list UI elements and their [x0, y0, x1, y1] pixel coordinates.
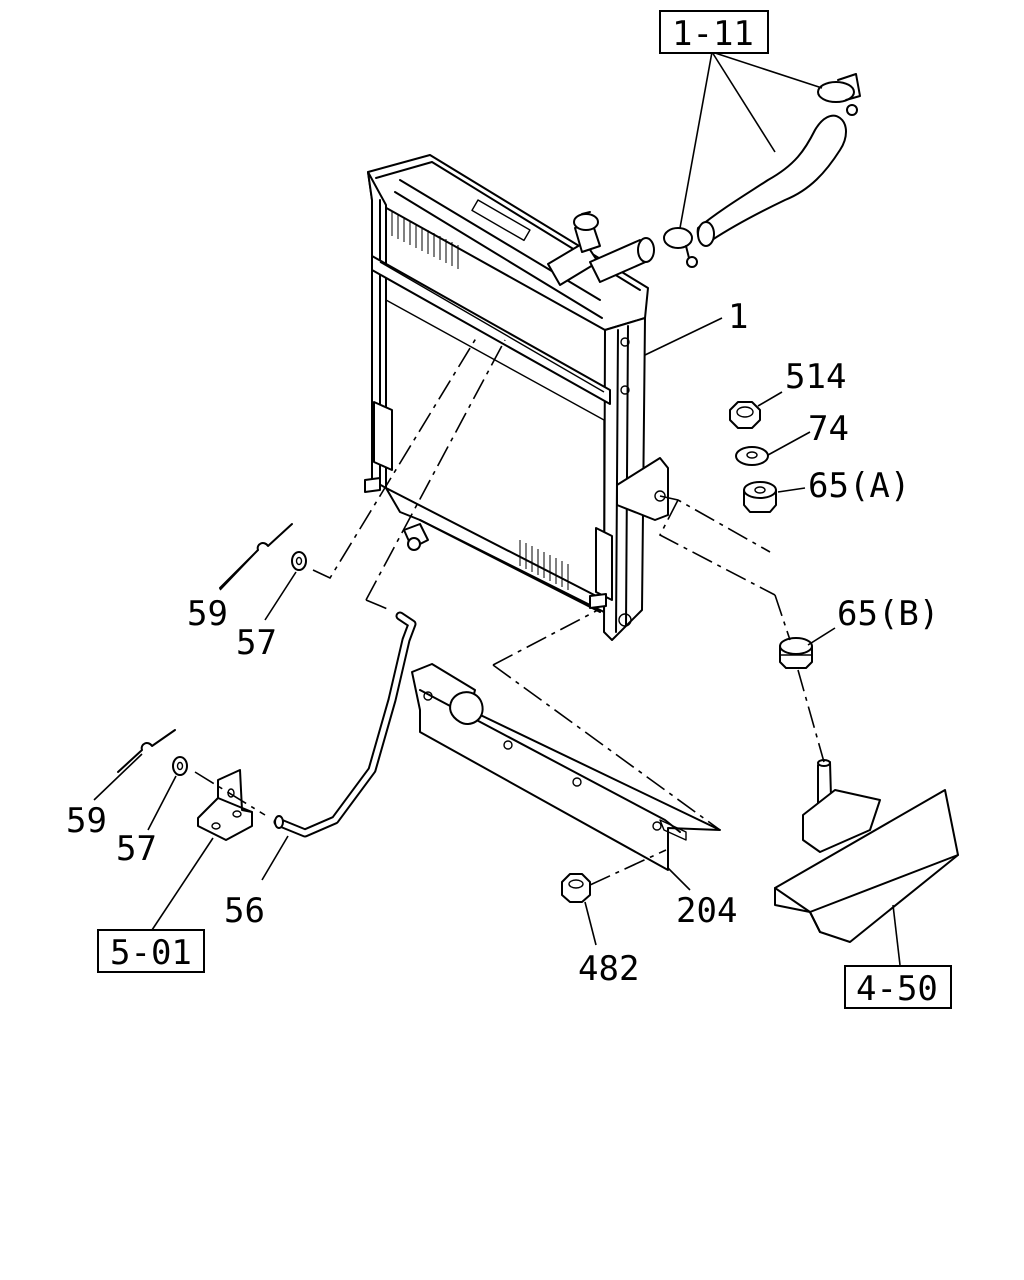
- callout-74: 74: [808, 409, 849, 449]
- part-65b-cushion: [779, 637, 813, 669]
- ref-label-1-11: 1-11: [672, 14, 754, 54]
- part-59-57-upper: [219, 523, 307, 589]
- callout-1: 1: [728, 297, 748, 337]
- ref-label-5-01: 5-01: [110, 933, 192, 973]
- part-65a-cushion: [743, 481, 777, 513]
- callout-65a: 65(A): [808, 466, 910, 506]
- part-514-nut: [729, 401, 761, 429]
- ref-box-1-11[interactable]: 1-11: [659, 10, 769, 54]
- part-74-washer: [735, 446, 769, 466]
- part-56-drain-hose: [273, 611, 417, 838]
- part-204-plate: [411, 663, 721, 871]
- upper-hose: [663, 73, 861, 268]
- callout-482: 482: [578, 949, 639, 989]
- callout-59-lower: 59: [66, 801, 107, 841]
- ref-box-5-01[interactable]: 5-01: [97, 929, 205, 973]
- frame-member: [774, 759, 959, 943]
- radiator-cap: [547, 211, 655, 286]
- bracket-5-01: [197, 769, 253, 841]
- ref-label-4-50: 4-50: [856, 969, 938, 1009]
- callout-65b: 65(B): [837, 594, 939, 634]
- callout-57-upper: 57: [236, 623, 277, 663]
- callout-204: 204: [676, 891, 737, 931]
- part-482-nut: [561, 873, 591, 903]
- callout-57-lower: 57: [116, 829, 157, 869]
- part-59-57-lower: [117, 729, 188, 776]
- radiator-assembly: [364, 154, 669, 641]
- assembly-centerlines: [194, 334, 825, 886]
- drain-cock: [403, 523, 429, 551]
- callout-59-upper: 59: [187, 594, 228, 634]
- ref-box-4-50[interactable]: 4-50: [844, 965, 952, 1009]
- callout-514: 514: [785, 357, 846, 397]
- callout-56: 56: [224, 891, 265, 931]
